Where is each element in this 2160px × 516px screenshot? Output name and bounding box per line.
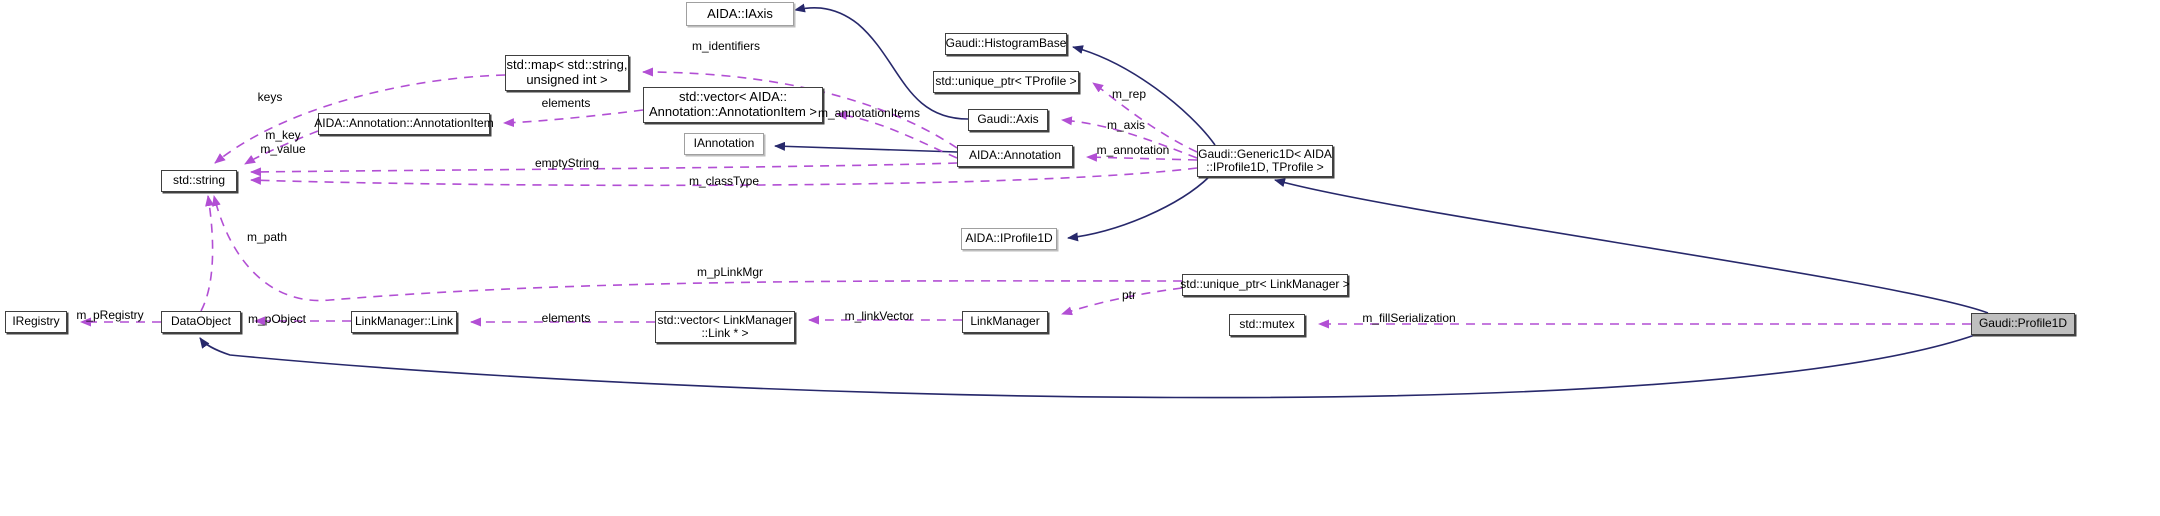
node-std-unique-ptr-linkmanager[interactable]: std::unique_ptr< LinkManager > — [1180, 274, 1350, 296]
node-linkmanager-link[interactable]: LinkManager::Link — [351, 311, 457, 333]
node-aida-annotation[interactable]: AIDA::Annotation — [957, 145, 1073, 167]
node-gaudi-axis[interactable]: Gaudi::Axis — [968, 109, 1048, 131]
edge-annotation-to-iannotation — [774, 141, 958, 153]
edge-label-m-pregistry: m_pRegistry — [76, 308, 144, 322]
node-iregistry[interactable]: IRegistry — [5, 311, 67, 333]
node-aida-iprofile1d[interactable]: AIDA::IProfile1D — [961, 228, 1057, 250]
node-std-unique-ptr-tprofile[interactable]: std::unique_ptr< TProfile > — [933, 71, 1079, 93]
node-std-map-string-unsigned-int[interactable]: std::map< std::string, unsigned int > — [505, 55, 629, 91]
edge-label-m-annotation: m_annotation — [1096, 143, 1170, 157]
node-iannotation[interactable]: IAnnotation — [684, 133, 764, 155]
node-std-vector-annotation-item[interactable]: std::vector< AIDA:: Annotation::Annotati… — [643, 87, 823, 123]
edge-label-m-pobject: m_pObject — [247, 312, 307, 326]
node-std-string[interactable]: std::string — [161, 170, 237, 192]
edge-elements-annitem — [503, 109, 644, 128]
edge-label-ptr: ptr — [1121, 288, 1137, 302]
node-gaudi-profile1d[interactable]: Gaudi::Profile1D — [1971, 313, 2075, 335]
edge-label-m-key-m-value: m_key m_value — [260, 128, 306, 156]
edge-generic1d-to-iprofile1d — [1067, 176, 1210, 242]
edge-label-m-fillserialization: m_fillSerialization — [1362, 311, 1456, 325]
edge-m-annotation — [1086, 152, 1198, 162]
edge-label-m-rep: m_rep — [1111, 87, 1147, 101]
node-linkmanager[interactable]: LinkManager — [962, 311, 1048, 333]
node-dataobject[interactable]: DataObject — [161, 311, 241, 333]
node-gaudi-generic1d[interactable]: Gaudi::Generic1D< AIDA ::IProfile1D, TPr… — [1197, 145, 1333, 177]
edge-label-m-identifiers: m_identifiers — [691, 39, 761, 53]
edge-label-elements-links: elements — [541, 311, 591, 325]
inheritance-edges — [199, 3, 1989, 399]
edge-m-path — [200, 195, 215, 312]
node-gaudi-histogrambase[interactable]: Gaudi::HistogramBase — [945, 33, 1067, 55]
edge-profile1d-to-generic1d — [1274, 178, 1989, 314]
edge-label-emptystring: emptyString — [534, 156, 600, 170]
edge-label-m-plinkmgr: m_pLinkMgr — [696, 265, 764, 279]
edge-label-m-classtype: m_classType — [688, 174, 760, 188]
edge-profile1d-to-dataobject — [199, 334, 1976, 399]
edge-label-m-axis: m_axis — [1106, 118, 1146, 132]
edge-m-annotationitems — [836, 110, 958, 159]
node-std-vector-linkmanager-link[interactable]: std::vector< LinkManager ::Link * > — [655, 311, 795, 343]
edge-emptystring — [250, 162, 958, 177]
node-aida-annotation-annotationitem[interactable]: AIDA::Annotation::AnnotationItem — [314, 113, 494, 135]
edge-label-m-path: m_path — [246, 230, 288, 244]
node-std-mutex[interactable]: std::mutex — [1229, 314, 1305, 336]
node-aida-iaxis[interactable]: AIDA::IAxis — [686, 2, 794, 26]
edge-label-m-linkvector: m_linkVector — [844, 309, 914, 323]
edge-label-m-annotationitems: m_annotationItems — [817, 106, 921, 120]
edge-label-keys: keys — [257, 90, 283, 104]
edge-label-elements-annotationitem: elements — [541, 96, 591, 110]
